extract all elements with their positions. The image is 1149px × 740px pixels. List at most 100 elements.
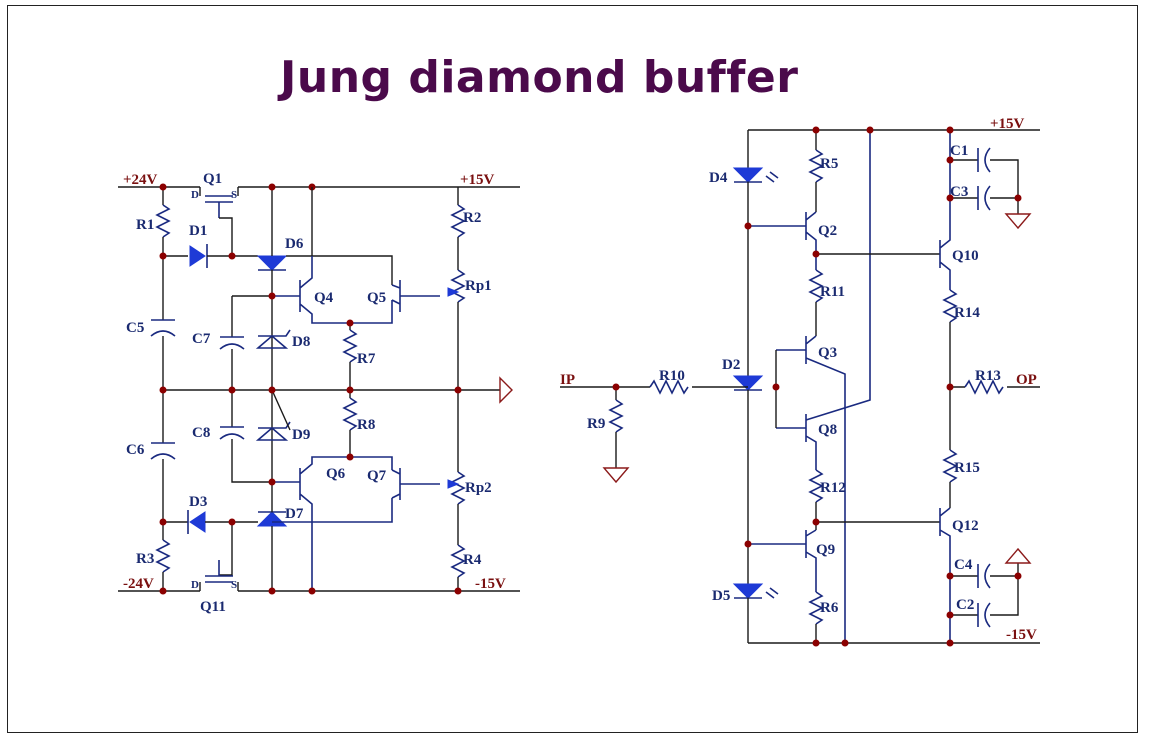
transistor-q4 — [272, 256, 393, 324]
ref-d7: D7 — [285, 506, 304, 522]
net-label-m15-left: -15V — [475, 576, 506, 592]
ground-symbol — [1004, 547, 1032, 564]
transistor-q8 — [776, 130, 871, 470]
ref-r2: R2 — [463, 210, 481, 226]
resistor-r14 — [942, 289, 958, 323]
transistor-q2 — [748, 211, 817, 270]
resistor-r11 — [808, 269, 824, 303]
ref-r3: R3 — [136, 551, 154, 567]
fet-q11 — [205, 560, 233, 583]
capacitor-c5 — [150, 319, 176, 337]
resistor-r6 — [808, 591, 824, 625]
net-label-p15-left: +15V — [460, 172, 495, 188]
diode-d2 — [732, 375, 764, 391]
q11-source-label: S — [231, 579, 237, 591]
ref-r7: R7 — [357, 351, 376, 367]
left-circuit — [118, 183, 520, 595]
ref-r8: R8 — [357, 417, 375, 433]
ref-c4: C4 — [954, 557, 973, 573]
ref-r12: R12 — [820, 480, 846, 496]
q11-drain-label: D — [191, 579, 199, 591]
ref-r10: R10 — [659, 368, 685, 384]
ref-d2: D2 — [722, 357, 740, 373]
ref-q2: Q2 — [818, 223, 837, 239]
right-circuit — [560, 126, 1040, 647]
diode-d3 — [189, 511, 206, 533]
junction-dots-left — [159, 183, 462, 595]
transistor-q10 — [939, 130, 951, 290]
capacitor-c3 — [977, 185, 991, 211]
ref-r15: R15 — [954, 460, 980, 476]
ref-q8: Q8 — [818, 422, 837, 438]
ref-c1: C1 — [950, 143, 968, 159]
ref-d3: D3 — [189, 494, 207, 510]
net-label-p15-right: +15V — [990, 116, 1025, 132]
net-labels: +24V +15V -24V -15V +15V -15V IP OP — [123, 116, 1037, 643]
ref-d8: D8 — [292, 334, 310, 350]
ref-r6: R6 — [820, 600, 839, 616]
zener-d9 — [255, 421, 291, 441]
ref-d6: D6 — [285, 236, 304, 252]
page-title: Jung diamond buffer — [280, 52, 799, 103]
resistor-r7 — [342, 329, 358, 363]
ref-c2: C2 — [956, 597, 974, 613]
transistor-q5 — [391, 280, 440, 312]
resistor-r10 — [649, 379, 689, 395]
ref-c7: C7 — [192, 331, 211, 347]
zener-d8 — [255, 329, 291, 349]
ref-c3: C3 — [950, 184, 968, 200]
ground-symbol — [1004, 213, 1032, 230]
resistor-r8 — [342, 397, 358, 431]
fet-q1 — [205, 195, 233, 218]
ref-q10: Q10 — [952, 248, 979, 264]
ref-q3: Q3 — [818, 345, 837, 361]
resistor-r9 — [608, 399, 624, 433]
ref-q5: Q5 — [367, 290, 386, 306]
ground-symbol — [499, 376, 513, 404]
q1-source-label: S — [231, 189, 237, 201]
resistor-r4 — [450, 544, 466, 578]
potentiometer-rp2 — [450, 471, 466, 505]
net-label-p24: +24V — [123, 172, 158, 188]
transistor-q9 — [748, 529, 817, 592]
ref-d4: D4 — [709, 170, 728, 186]
capacitor-c7 — [219, 336, 245, 350]
ground-symbol — [602, 467, 630, 484]
ref-rp1: Rp1 — [465, 278, 492, 294]
capacitor-c1 — [977, 147, 991, 173]
net-label-ip: IP — [560, 372, 575, 388]
ref-d5: D5 — [712, 588, 730, 604]
net-label-m15-right: -15V — [1006, 627, 1037, 643]
led-d4 — [732, 167, 764, 183]
capacitor-c4 — [977, 563, 991, 589]
potentiometer-rp1 — [450, 269, 466, 303]
q1-drain-label: D — [191, 189, 199, 201]
resistor-r13 — [964, 379, 1004, 395]
ref-r9: R9 — [587, 416, 605, 432]
ref-q6: Q6 — [326, 466, 346, 482]
ref-c5: C5 — [126, 320, 144, 336]
transistor-q6 — [272, 456, 393, 591]
ref-r11: R11 — [820, 284, 845, 300]
ref-r13: R13 — [975, 368, 1001, 384]
ref-q9: Q9 — [816, 542, 835, 558]
ref-q11: Q11 — [200, 599, 226, 615]
sheet-border — [7, 5, 1138, 733]
capacitor-c8 — [219, 426, 245, 440]
resistor-r5 — [808, 149, 824, 183]
resistor-r12 — [808, 469, 824, 503]
net-label-m24: -24V — [123, 576, 154, 592]
reference-labels: Q1 R1 D1 D6 C5 C7 D8 Q4 Q5 R2 Rp1 R7 R8 … — [126, 143, 1001, 616]
ref-c6: C6 — [126, 442, 145, 458]
ref-rp2: Rp2 — [465, 480, 492, 496]
net-label-op: OP — [1016, 372, 1037, 388]
diode-d1 — [189, 245, 206, 267]
resistor-r1 — [155, 204, 171, 238]
ref-q1: Q1 — [203, 171, 222, 187]
ref-r14: R14 — [954, 305, 980, 321]
ref-c8: C8 — [192, 425, 210, 441]
ref-d1: D1 — [189, 223, 207, 239]
diode-d6 — [256, 255, 288, 271]
junction-dots-right — [612, 126, 1022, 647]
